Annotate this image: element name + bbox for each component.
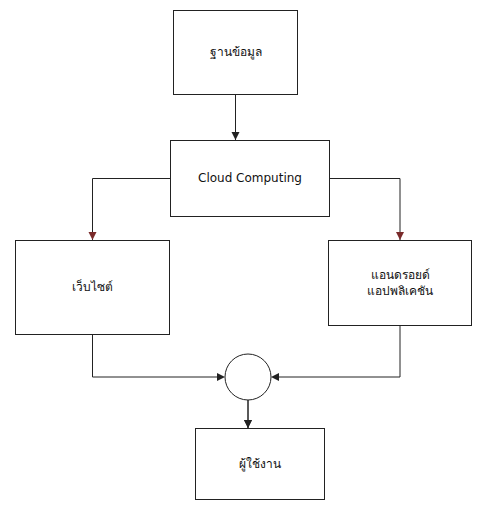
process-box: เว็บไซต์ xyxy=(15,240,170,335)
merge-arrowhead xyxy=(217,373,225,381)
box-label: ผู้ใช้งาน xyxy=(239,456,281,472)
box-label: เว็บไซต์ xyxy=(72,279,113,295)
flow-arrow xyxy=(93,179,171,241)
merge-circle xyxy=(225,354,271,400)
process-box: ผู้ใช้งาน xyxy=(195,428,325,500)
process-box: ฐานข้อมูล xyxy=(173,10,298,95)
flow-arrow xyxy=(235,95,236,140)
process-box: Cloud Computing xyxy=(170,140,330,217)
flow-arrow xyxy=(93,335,249,428)
box-label: ฐานข้อมูล xyxy=(210,44,262,60)
box-label: Cloud Computing xyxy=(198,170,302,186)
process-box: แอนดรอยด์ แอปพลิเคชัน xyxy=(328,240,472,326)
flow-arrow xyxy=(330,179,400,241)
box-label: แอนดรอยด์ แอปพลิเคชัน xyxy=(350,267,450,299)
merge-arrowhead xyxy=(271,373,279,381)
